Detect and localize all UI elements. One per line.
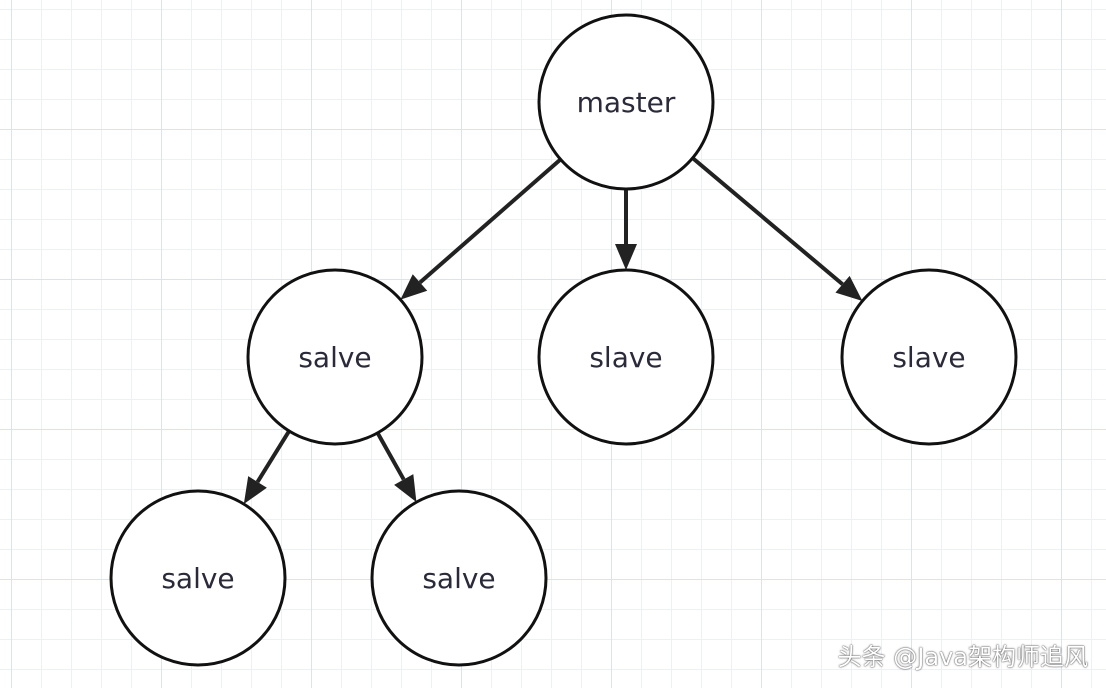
edge-line [418, 157, 562, 285]
edge-master-to-mid-center [615, 189, 637, 270]
node-label: salve [298, 341, 371, 374]
arrowhead-icon [394, 474, 417, 503]
node-circle [840, 268, 1018, 446]
edge-line [691, 156, 844, 286]
edge-line [375, 431, 406, 481]
node-mid-center: slave [537, 268, 715, 446]
node-bottom-right: salve [370, 489, 548, 667]
edge-mid-left-to-bottom-left [243, 429, 291, 505]
node-mid-right: slave [840, 268, 1018, 446]
node-circle [370, 489, 548, 667]
node-label: slave [892, 341, 965, 374]
node-label: salve [161, 562, 234, 595]
watermark: 头条 @Java架构师追风 [837, 643, 1088, 671]
node-bottom-left: salve [109, 489, 287, 667]
arrowhead-icon [615, 244, 637, 270]
node-circle [109, 489, 287, 667]
node-label: slave [589, 341, 662, 374]
node-label: master [577, 86, 676, 119]
node-mid-left: salve [246, 268, 424, 446]
node-circle [537, 13, 715, 191]
node-circle [537, 268, 715, 446]
node-label: salve [422, 562, 495, 595]
node-circle [246, 268, 424, 446]
edge-master-to-mid-left [400, 157, 562, 300]
edge-mid-left-to-bottom-right [375, 431, 417, 503]
edge-line [255, 429, 291, 484]
arrowhead-icon [243, 476, 267, 505]
arrowhead-icon [835, 275, 863, 301]
arrowhead-icon [400, 274, 428, 300]
node-master: master [537, 13, 715, 191]
edge-master-to-mid-right [691, 156, 863, 301]
